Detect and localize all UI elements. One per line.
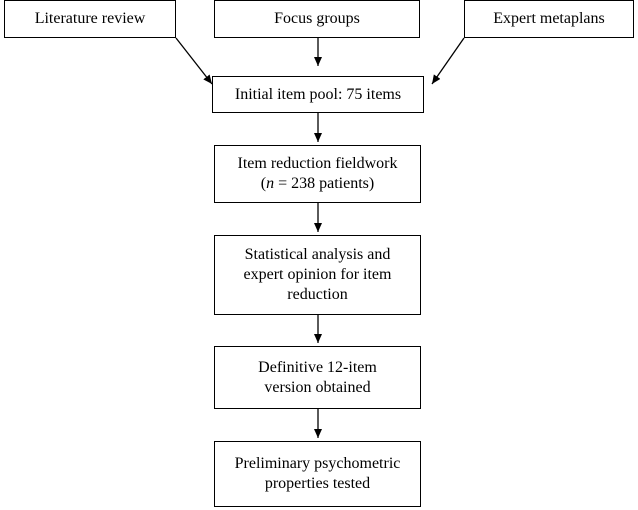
- analysis-line-3: reduction: [287, 286, 348, 303]
- item-reduction-fieldwork-box: Item reduction fieldwork (n = 238 patien…: [214, 145, 421, 203]
- expert-metaplans-label: Expert metaplans: [493, 10, 605, 27]
- initial-item-pool-label: Initial item pool: 75 items: [234, 85, 402, 103]
- initial-item-pool-box: Initial item pool: 75 items: [212, 76, 424, 113]
- definitive-version-box: Definitive 12-item version obtained: [214, 346, 421, 409]
- analysis-line-1: Statistical analysis and: [244, 246, 391, 263]
- literature-review-box: Literature review: [4, 0, 176, 38]
- psychometric-line-2: properties tested: [264, 475, 371, 492]
- analysis-line-2: expert opinion for item: [243, 266, 392, 283]
- fieldwork-sample-variable: n: [266, 175, 275, 192]
- arrow-literature-to-pool: [175, 37, 213, 85]
- psychometric-line-1: Preliminary psychometric: [234, 455, 401, 472]
- definitive-line-2: version obtained: [264, 378, 371, 396]
- expert-metaplans-box: Expert metaplans: [464, 0, 634, 38]
- focus-groups-box: Focus groups: [214, 0, 420, 38]
- literature-review-label: Literature review: [34, 10, 146, 27]
- psychometric-properties-box: Preliminary psychometric properties test…: [214, 441, 421, 507]
- fieldwork-sample-size: = 238 patients): [274, 175, 375, 192]
- arrow-metaplans-to-pool: [431, 37, 465, 85]
- fieldwork-line-2: (n = 238 patients): [261, 174, 374, 194]
- statistical-analysis-box: Statistical analysis and expert opinion …: [214, 235, 421, 315]
- fieldwork-open-paren: (: [260, 175, 267, 192]
- definitive-line-1: Definitive 12-item: [258, 358, 377, 376]
- focus-groups-label: Focus groups: [274, 10, 360, 27]
- fieldwork-line-1: Item reduction fieldwork: [237, 155, 398, 172]
